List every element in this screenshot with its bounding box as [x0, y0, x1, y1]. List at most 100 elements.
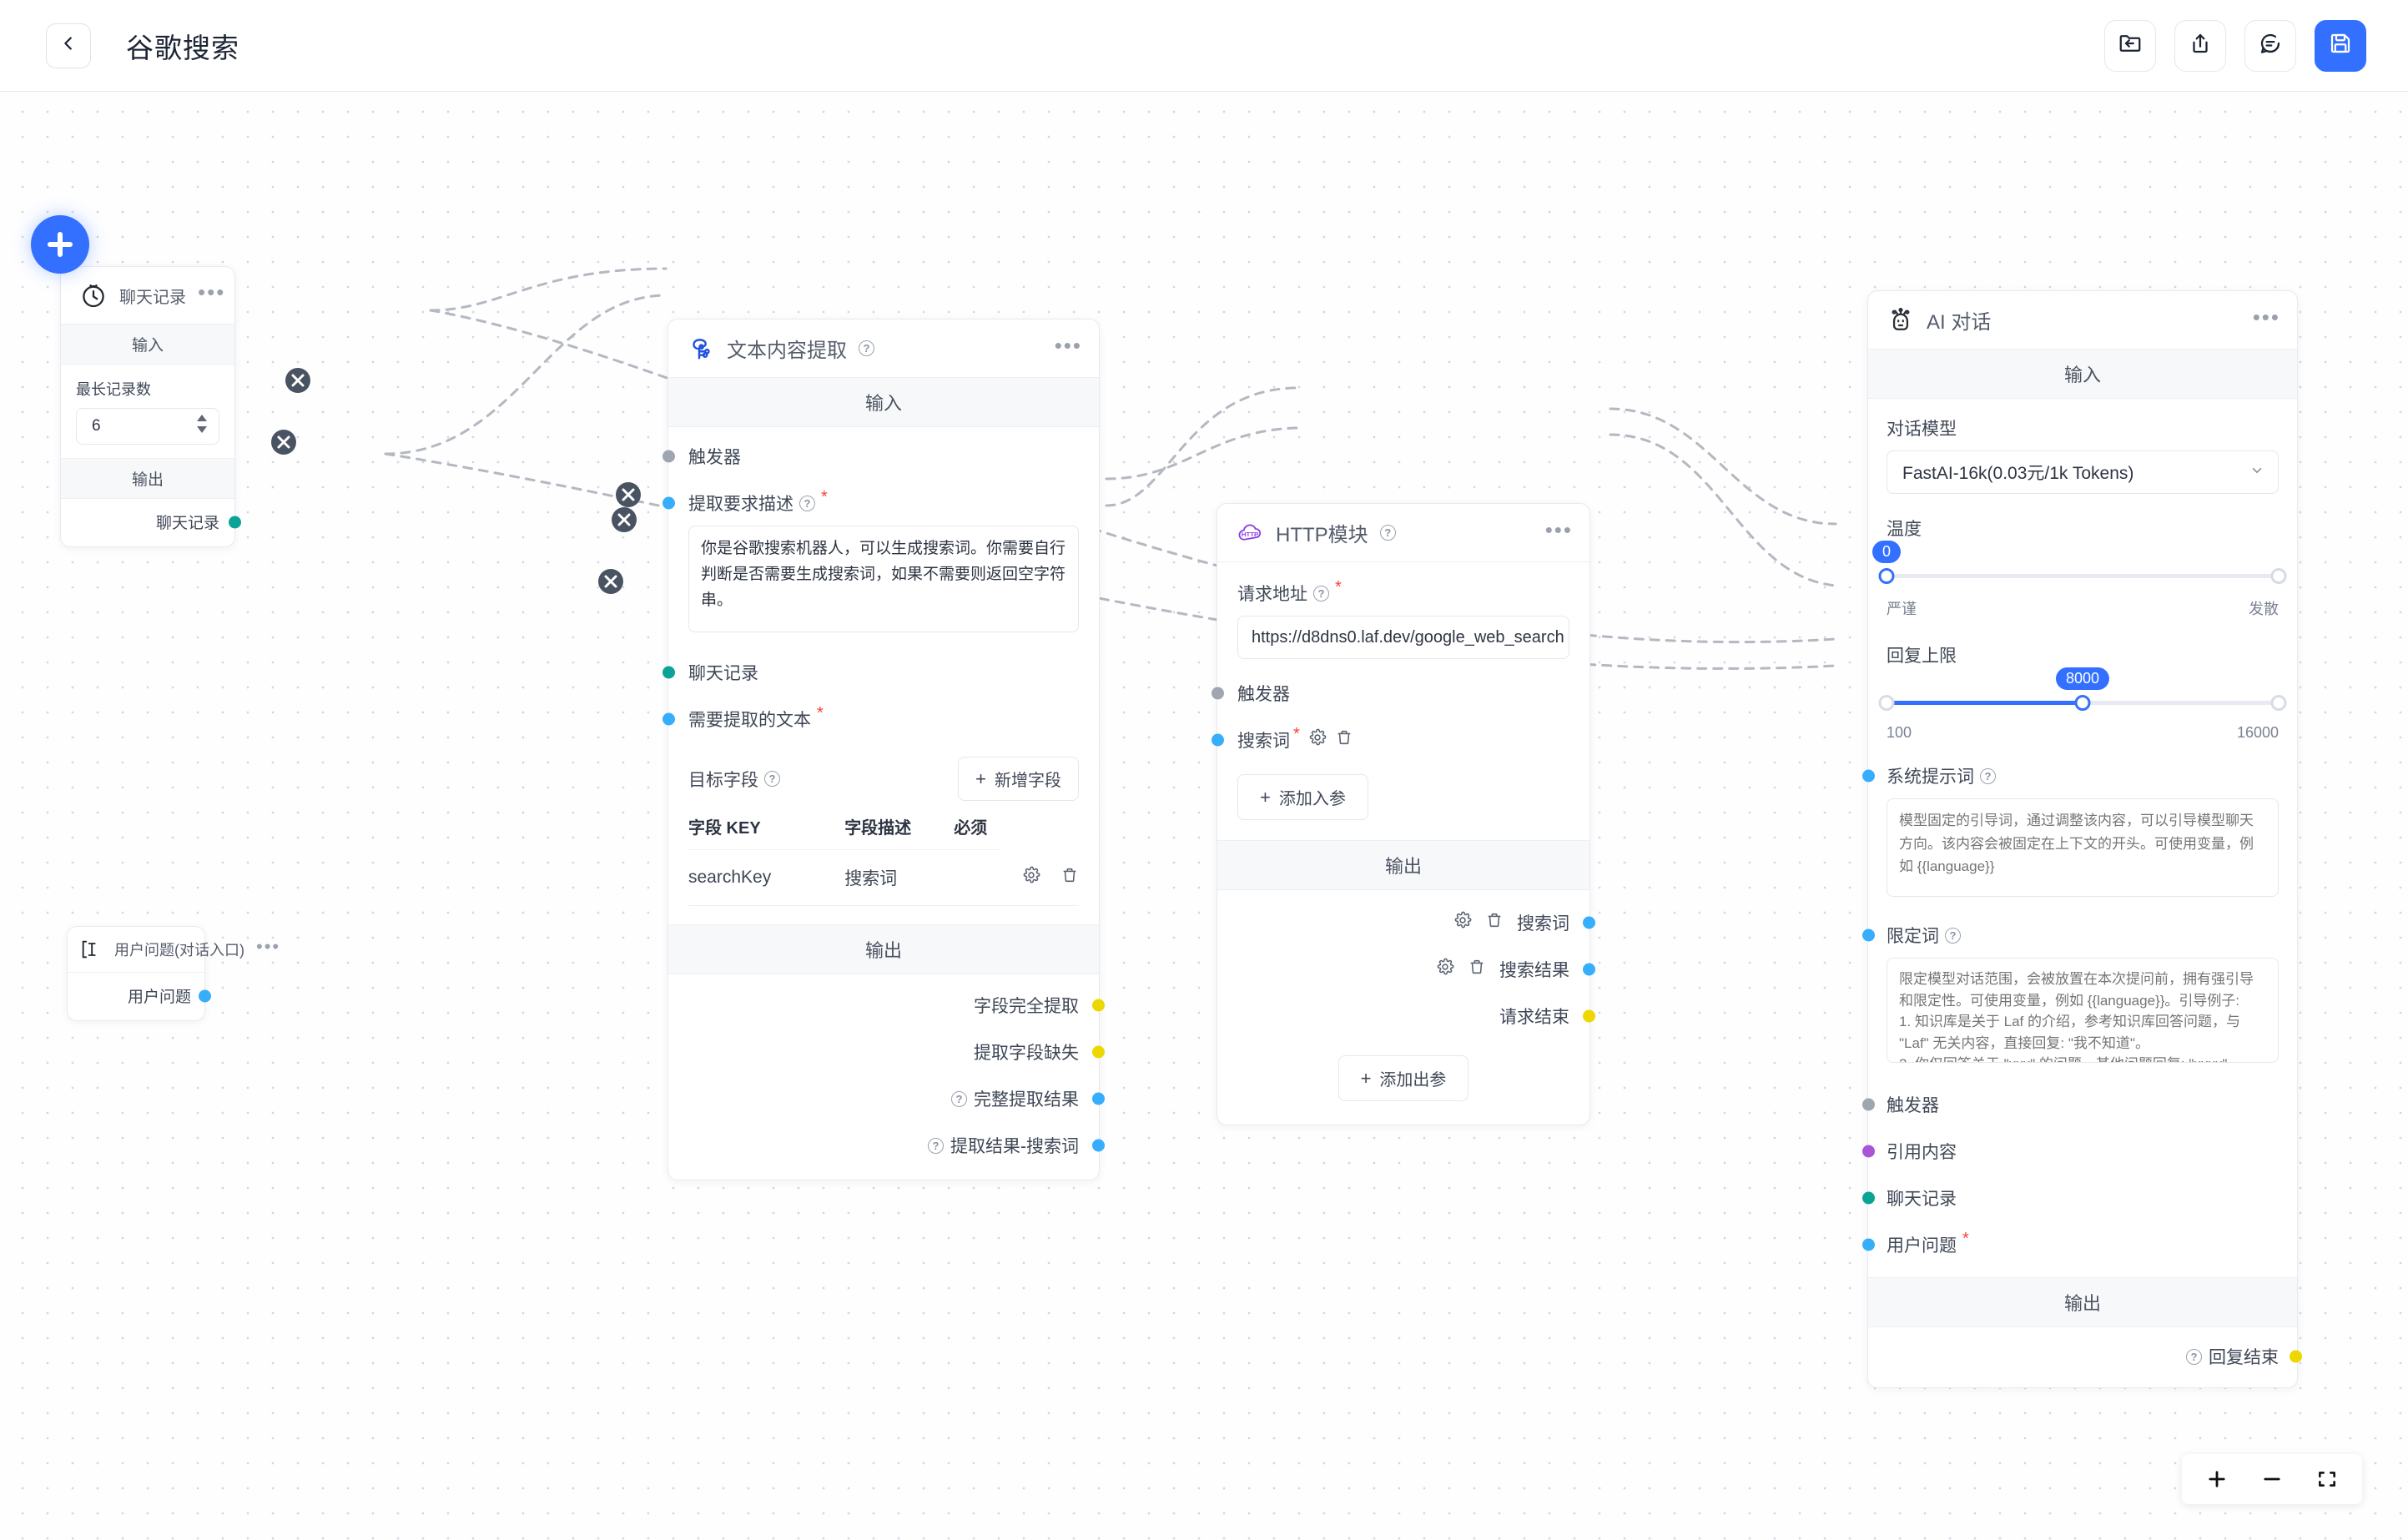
plus-icon: +: [1360, 1067, 1372, 1089]
edge-delete-button[interactable]: [598, 569, 623, 594]
save-button[interactable]: [2315, 19, 2366, 72]
input-port-text-to-extract[interactable]: [662, 712, 675, 726]
max-records-input[interactable]: 6: [76, 408, 219, 445]
node-user-question[interactable]: 用户问题(对话入口) ••• 用户问题: [67, 926, 279, 1021]
gear-icon[interactable]: [1308, 728, 1327, 752]
output-label: 搜索词: [1517, 914, 1569, 934]
output-port-result-searchkey[interactable]: [1092, 1139, 1105, 1152]
input-port-chat-history[interactable]: [1862, 1191, 1875, 1205]
system-prompt-textarea[interactable]: [1887, 798, 2279, 897]
flow-canvas[interactable]: 聊天记录 ••• 输入 最长记录数 6 输出 聊天记录: [0, 92, 2408, 1540]
output-port-chat-history[interactable]: [229, 516, 241, 528]
edge-delete-button[interactable]: [271, 430, 296, 455]
extract-desc-textarea[interactable]: 你是谷歌搜索机器人，可以生成搜索词。你需要自行判断是否需要生成搜索词，如果不需要…: [688, 526, 1079, 632]
page-title: 谷歌搜索: [126, 32, 239, 63]
help-icon[interactable]: ?: [928, 1137, 944, 1154]
output-row-chat-history: 聊天记录: [76, 511, 241, 533]
table-row[interactable]: searchKey 搜索词: [688, 849, 1079, 906]
node-chat-history[interactable]: 聊天记录 ••• 输入 最长记录数 6 输出 聊天记录: [60, 266, 241, 547]
output-port-user-question[interactable]: [199, 989, 211, 1002]
help-icon[interactable]: ?: [1945, 927, 1961, 944]
input-port-search-key[interactable]: [1212, 733, 1224, 747]
input-port-trigger[interactable]: [1212, 687, 1224, 700]
output-label: 完整提取结果: [974, 1090, 1079, 1110]
slider-knob[interactable]: [2074, 695, 2091, 711]
output-port-search-key[interactable]: [1583, 916, 1595, 929]
model-label: 对话模型: [1887, 420, 1957, 439]
chat-button[interactable]: [2244, 19, 2296, 72]
folder-import-button[interactable]: [2104, 19, 2156, 72]
qualifier-textarea[interactable]: [1887, 958, 2279, 1063]
help-icon[interactable]: ?: [951, 1090, 967, 1107]
input-port-qualifier[interactable]: [1862, 929, 1875, 942]
node-menu-button[interactable]: •••: [256, 936, 281, 957]
node-text-extract[interactable]: 文本内容提取 ? ••• 输入 触发器 提取要求描述 ? *: [662, 319, 1105, 1180]
add-output-param-button[interactable]: + 添加出参: [1337, 1055, 1469, 1101]
share-button[interactable]: [2174, 19, 2226, 72]
node-menu-button[interactable]: •••: [198, 279, 226, 304]
gear-icon[interactable]: [1453, 911, 1472, 934]
node-http-module[interactable]: HTTP HTTP模块 ? ••• 请求地址 ? * https://d8dns…: [1212, 503, 1595, 1125]
add-node-button[interactable]: [31, 215, 89, 274]
input-port-chat-history[interactable]: [662, 666, 675, 679]
output-port-full-result[interactable]: [1092, 1092, 1105, 1105]
trash-icon[interactable]: [1335, 728, 1353, 752]
zoom-controls[interactable]: [2182, 1454, 2362, 1504]
help-icon[interactable]: ?: [1980, 767, 1996, 784]
input-port-trigger[interactable]: [662, 450, 675, 463]
output-port-request-end[interactable]: [1583, 1009, 1595, 1023]
edge-delete-button[interactable]: [285, 368, 310, 393]
zoom-out-button[interactable]: [2259, 1466, 2285, 1492]
edge-delete-button[interactable]: [612, 507, 637, 532]
node-menu-button[interactable]: •••: [1054, 332, 1082, 358]
output-port-fields-missing[interactable]: [1092, 1045, 1105, 1059]
max-tokens-slider[interactable]: 8000: [1878, 667, 2287, 727]
fit-screen-icon[interactable]: [2314, 1466, 2340, 1492]
output-port-fields-complete[interactable]: [1092, 999, 1105, 1012]
trash-icon[interactable]: [1060, 866, 1079, 889]
zoom-in-button[interactable]: [2204, 1466, 2230, 1492]
trash-icon[interactable]: [1485, 911, 1504, 934]
url-value: https://d8dns0.laf.dev/google_web_search: [1252, 627, 1564, 647]
gear-icon[interactable]: [1022, 866, 1040, 889]
stepper[interactable]: [197, 415, 207, 433]
temperature-label: 温度: [1887, 520, 1922, 539]
add-input-param-button[interactable]: + 添加入参: [1237, 774, 1368, 820]
slider-knob[interactable]: [1878, 568, 1895, 584]
node-header: HTTP HTTP模块 ? •••: [1217, 504, 1589, 561]
model-select[interactable]: FastAI-16k(0.03元/1k Tokens): [1887, 450, 2279, 494]
input-port-user-question[interactable]: [1862, 1238, 1875, 1251]
help-icon[interactable]: ?: [1313, 585, 1329, 601]
node-ai-chat[interactable]: AI 对话 ••• 输入 对话模型 FastAI-16k(0.03元/1k To…: [1862, 290, 2302, 1388]
back-button[interactable]: [46, 23, 91, 68]
node-menu-button[interactable]: •••: [2252, 304, 2280, 330]
stepper-up-icon[interactable]: [197, 415, 207, 421]
input-port-quote[interactable]: [1862, 1145, 1875, 1158]
edge-delete-button[interactable]: [616, 482, 641, 507]
input-label-trigger: 触发器: [688, 448, 741, 467]
help-icon[interactable]: ?: [859, 340, 874, 356]
trash-icon[interactable]: [1468, 958, 1486, 981]
input-port-system-prompt[interactable]: [1862, 769, 1875, 783]
help-icon[interactable]: ?: [2186, 1348, 2202, 1365]
output-band: 输出: [61, 458, 234, 499]
input-port-extract-desc[interactable]: [662, 496, 675, 510]
url-input[interactable]: https://d8dns0.laf.dev/google_web_search: [1237, 616, 1569, 659]
stepper-down-icon[interactable]: [197, 426, 207, 433]
add-field-button[interactable]: + 新增字段: [958, 757, 1079, 801]
help-icon[interactable]: ?: [764, 771, 780, 787]
help-icon[interactable]: ?: [799, 495, 815, 511]
node-menu-button[interactable]: •••: [1544, 516, 1573, 542]
gear-icon[interactable]: [1436, 958, 1454, 981]
chat-bubble-icon: [2258, 31, 2283, 60]
toolbar: [2104, 19, 2366, 72]
help-icon[interactable]: ?: [1379, 525, 1396, 541]
output-port-reply-end[interactable]: [2290, 1350, 2302, 1363]
output-port-search-result[interactable]: [1583, 963, 1595, 976]
temperature-slider[interactable]: 0: [1871, 541, 2287, 601]
output-row-fields-complete: 字段完全提取: [688, 993, 1105, 1018]
ai-robot-icon: [1887, 306, 1915, 335]
target-fields-label-wrap: 目标字段 ?: [688, 767, 780, 792]
extract-desc-label: 提取要求描述: [688, 495, 793, 514]
input-port-trigger[interactable]: [1862, 1098, 1875, 1111]
